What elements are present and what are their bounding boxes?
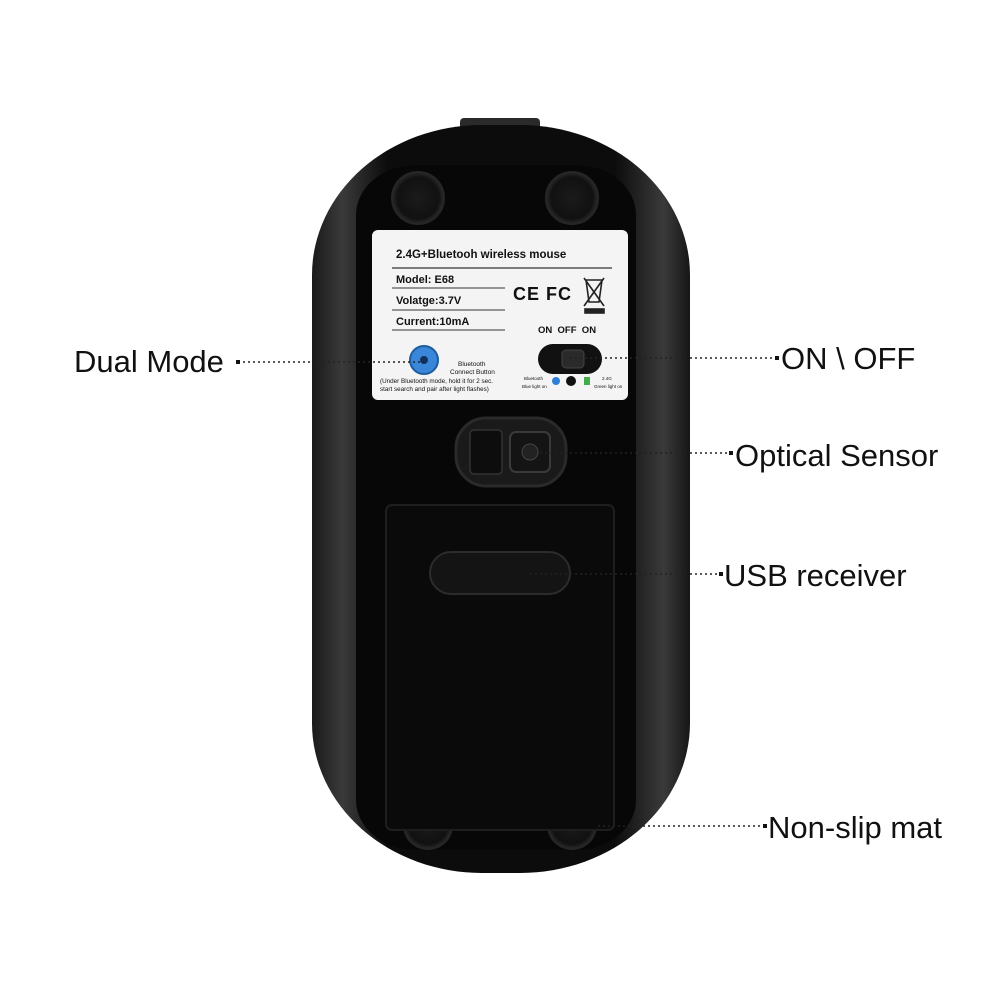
sticker-title: 2.4G+Bluetooh wireless mouse (396, 249, 567, 261)
callout-on-off: ON \ OFF (781, 341, 916, 376)
g24-indicator-sub: Green light on (594, 384, 623, 389)
bluetooth-light-icon (552, 377, 560, 385)
callout-optical-sensor: Optical Sensor (735, 438, 939, 473)
bt-indicator-sub: Blue light on (522, 384, 547, 389)
switch-knob (561, 349, 585, 369)
sticker-voltage: Volatge:3.7V (396, 295, 462, 307)
usb-receiver-slot (429, 551, 571, 595)
green-light-icon (584, 377, 590, 385)
button-label-line2: Connect Button (450, 369, 495, 376)
sticker-current: Current:10mA (396, 316, 470, 328)
g24-indicator-label: 2.4G (602, 376, 612, 381)
weee-bin-icon (583, 277, 605, 314)
sticker-model: Model: E68 (396, 274, 455, 286)
bt-indicator-label: Bluetooth (524, 376, 544, 381)
foot-pad-top-left (391, 171, 445, 225)
instructions-line1: (Under Bluetooth mode, hold it for 2 sec… (380, 378, 494, 385)
foot-pad-top-right (545, 171, 599, 225)
switch-position-labels: ON OFF ON (538, 325, 597, 336)
certification-marks: CE FC (513, 284, 572, 304)
callout-dual-mode: Dual Mode (74, 344, 224, 379)
instructions-line2: start search and pair after light flashe… (380, 386, 489, 393)
button-label-line1: Bluetooth (458, 361, 486, 368)
indicator-light (566, 376, 576, 386)
callout-non-slip-mat: Non-slip mat (768, 810, 942, 845)
callout-usb-receiver: USB receiver (724, 558, 907, 593)
